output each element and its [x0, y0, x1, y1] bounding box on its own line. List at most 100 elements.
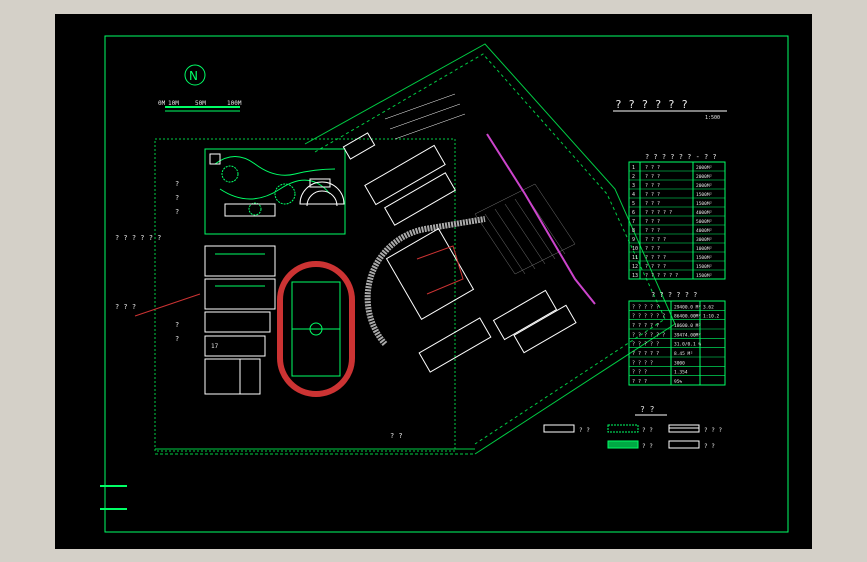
table2-row-value: 39474.00M²: [674, 332, 701, 338]
left-q-4: ?: [175, 321, 179, 329]
drawing-title: ? ? ? ? ? ?: [615, 98, 688, 111]
table1-row-no: 8: [632, 228, 635, 234]
garden-block: [204, 148, 346, 235]
perimeter-road: [154, 43, 676, 455]
table1-row-area: 1500M²: [696, 264, 712, 270]
table1-row-no: 1: [632, 165, 635, 171]
svg-text:N: N: [189, 69, 198, 83]
left-label-2: ? ? ?: [115, 303, 136, 311]
table2-row-name: ? ? ? ? ? ?: [632, 314, 665, 320]
table2-row-name: ? ? ? ? ?: [632, 304, 659, 310]
table1-row-area: 2000M²: [696, 174, 712, 180]
table1-row-no: 4: [632, 192, 635, 198]
table1-row-area: 5000M²: [696, 219, 712, 225]
table1-row-no: 2: [632, 174, 635, 180]
table1-row-name: ? ? ? ? ? ?: [645, 273, 678, 279]
cad-drawing-viewport[interactable]: N 0M 10M 50M 100M: [55, 14, 812, 549]
site-plan-drawing: N 0M 10M 50M 100M: [100, 35, 789, 533]
central-plaza: [364, 216, 486, 346]
table1-row-name: ? ? ?: [645, 228, 660, 234]
table2-row-name: ? ? ? ? ? ?: [632, 332, 665, 338]
table1-row-area: 2000M²: [696, 183, 712, 189]
drawing-frame: [104, 35, 789, 533]
table1-row-name: ? ? ?: [645, 165, 660, 171]
table1-row-name: ? ? ?: [645, 183, 660, 189]
table2-row-name: ? ? ? ? ?: [632, 323, 659, 329]
table1-row-name: ? ? ? ?: [645, 255, 666, 261]
table1-row-area: 4000M²: [696, 210, 712, 216]
table2-row-name: ? ? ? ? ?: [632, 351, 659, 357]
left-q-2: ?: [175, 194, 179, 202]
table2-row-name: ? ? ? ? ?: [632, 342, 659, 348]
title-block: ? ? ? ? ? ? 1:500: [613, 98, 727, 121]
table1-row-area: 3000M²: [696, 237, 712, 243]
table1-row-name: ? ? ?: [645, 174, 660, 180]
table1-row-no: 5: [632, 201, 635, 207]
legend: ? ? ? ? ? ? ? ? ? ? ? ? ?: [543, 405, 722, 450]
legend-title: ? ?: [640, 405, 655, 414]
north-arrow-icon: N: [184, 64, 206, 86]
auditorium-building: [299, 178, 345, 207]
table1-row-no: 13: [632, 273, 638, 279]
left-q-3: ?: [175, 208, 179, 216]
table2-row-value: 95%: [674, 379, 682, 385]
table1-row-area: 1500M²: [696, 255, 712, 261]
legend-swatch-building: [543, 424, 575, 433]
table1-row-name: ? ? ? ?: [645, 264, 666, 270]
table2-row-value: 86400.00M²: [674, 314, 701, 320]
table2-row-value: 8.45 M²: [674, 351, 693, 357]
legend-swatch-lawn: [607, 440, 639, 449]
table2-row-value: 3000: [674, 360, 685, 366]
scale-label-0: 0M: [158, 100, 166, 107]
scale-label-50: 50M: [195, 100, 206, 107]
table2-row-value: 18600.0 M²: [674, 323, 701, 329]
table1-row-no: 9: [632, 237, 635, 243]
table1-row-name: ? ? ? ? ?: [645, 210, 672, 216]
teaching-buildings: [342, 132, 577, 373]
running-track: [277, 261, 355, 397]
table1-row-name: ? ? ?: [645, 219, 660, 225]
table2-row-name: ? ? ?: [632, 379, 647, 385]
table1-row-name: ? ? ? ?: [645, 237, 666, 243]
left-q-1: ?: [175, 180, 179, 188]
legend-swatch-track: [668, 440, 700, 449]
table1-row-name: ? ? ?: [645, 246, 660, 252]
table1-row-no: 6: [632, 210, 635, 216]
table1-row-area: 2000M²: [696, 165, 712, 171]
scale-bar: 0M 10M 50M 100M: [158, 100, 242, 112]
table2-row-value: 29400.0 M²: [674, 304, 701, 310]
table1-row-area: 1000M²: [696, 246, 712, 252]
table2-row-name: ? ? ?: [632, 370, 647, 376]
magenta-road-edge: [486, 133, 596, 305]
table1-row-area: 4000M²: [696, 228, 712, 234]
parking-area: [384, 93, 466, 140]
table2-row-name: ? ? ? ?: [632, 360, 653, 366]
gate-label: ? ?: [390, 432, 403, 440]
drawing-scale: 1:500: [705, 115, 720, 121]
table1-row-no: 12: [632, 264, 638, 270]
table1-title: ? ? ? ? ? ? - ? ?: [645, 153, 717, 161]
dormitory-grid: [204, 245, 276, 395]
legend-label-3: ? ?: [642, 443, 653, 450]
legend-label-1: ? ?: [642, 427, 653, 434]
table1-row-no: 7: [632, 219, 635, 225]
table1-row-area: 1500M²: [696, 201, 712, 207]
table2-row-extra: 1:10.2: [703, 314, 720, 320]
table1-row-no: 10: [632, 246, 638, 252]
legend-label-2: ? ? ?: [704, 427, 722, 434]
scale-label-10: 10M: [168, 100, 179, 107]
hatched-plaza: [474, 183, 576, 275]
table2-title: ? ? ? ? ? ?: [651, 291, 697, 299]
table2-row-value: 31.0/0.1 %: [674, 342, 701, 348]
table1-row-no: 3: [632, 183, 635, 189]
legend-swatch-green: [607, 424, 639, 433]
table1-row-area: 1500M²: [696, 273, 712, 279]
building-label-17: 17: [211, 343, 219, 350]
table2-row-extra: 3.62: [703, 304, 714, 310]
left-label-1: ? ? ? ? ? ?: [115, 234, 161, 242]
table1-row-no: 11: [632, 255, 638, 261]
table1-row-name: ? ? ?: [645, 201, 660, 207]
building-schedule-table: ? ? ? ? ? ? - ? ? 1 ? ? ? 2000M² 2 ? ? ? 2000…: [628, 153, 726, 280]
table2-row-value: 1.354: [674, 370, 688, 376]
